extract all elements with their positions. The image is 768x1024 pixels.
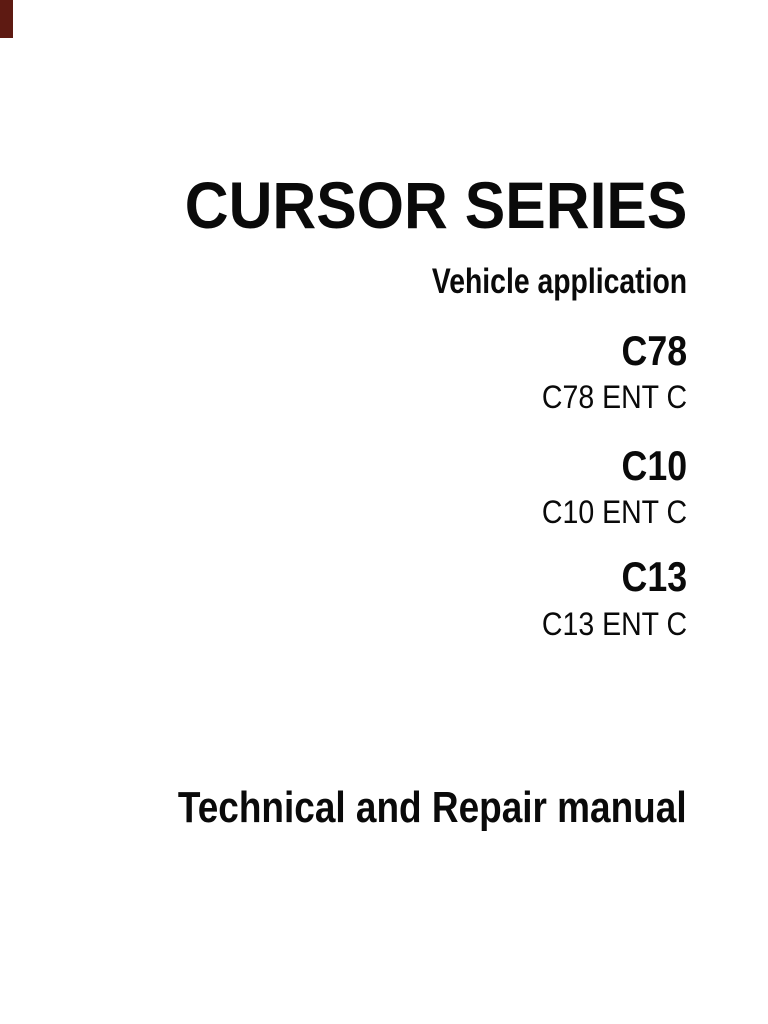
manual-title: Technical and Repair manual [178,783,687,832]
model-name-c78: C78 [621,327,687,374]
model-name-c13: C13 [621,553,687,600]
corner-marker [0,0,13,38]
model-variant-c78-ent-c: C78 ENT C [541,379,687,415]
model-variant-c10-ent-c: C10 ENT C [541,494,687,530]
model-name-c10: C10 [621,442,687,489]
series-title: CURSOR SERIES [184,168,687,242]
model-variant-c13-ent-c: C13 ENT C [541,606,687,642]
vehicle-application-subtitle: Vehicle application [431,262,687,301]
